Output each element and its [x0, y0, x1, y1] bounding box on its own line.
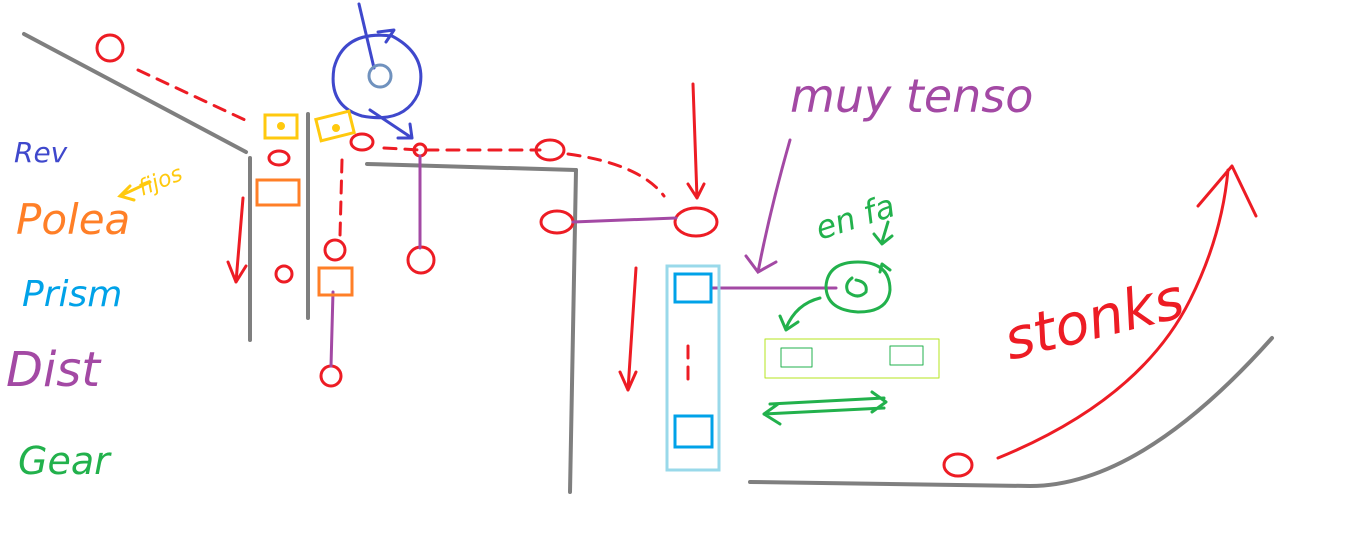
rev-arrow-down [368, 108, 414, 140]
ball-hanging-mid [406, 245, 436, 275]
rev-hub [367, 63, 393, 89]
gear-arrow-en-fa [872, 220, 894, 246]
legend-dist: Dist [6, 342, 102, 398]
pulleys [255, 109, 356, 297]
arrow-stonks [996, 164, 1258, 460]
fijos-arrow [117, 180, 152, 202]
label-en-fa: en fa [811, 186, 900, 247]
prism-rail [665, 264, 721, 472]
walls [22, 32, 1274, 494]
arrow-down-left [226, 196, 248, 284]
left-ramp [22, 32, 248, 154]
legend-prism: Prism [22, 274, 122, 315]
rev-circle [331, 33, 423, 120]
red-arrows [226, 82, 1258, 460]
arrow-down-target [686, 82, 706, 200]
gear-rack-tooth-left [780, 347, 813, 368]
ball-top-c [534, 138, 566, 162]
rev-rotation-arrow [376, 28, 396, 44]
path-curve [566, 152, 666, 198]
gear-wheel-inner [845, 276, 868, 298]
ball-side [539, 209, 575, 235]
label-muy-tenso: muy tenso [790, 69, 1033, 123]
string-platform [571, 216, 678, 224]
pulley-left [255, 178, 301, 207]
platform-side [568, 168, 578, 494]
legend-rev: Rev [14, 136, 68, 169]
gear-rack [764, 338, 940, 379]
prism-joint [665, 264, 721, 472]
label-stonks: stonks [998, 266, 1191, 373]
pulley-mid [317, 266, 354, 297]
string-muy-tenso [744, 138, 792, 274]
legend: Rev Polea fijos Prism Dist Gear [6, 136, 186, 483]
gear-arrow-left [778, 296, 822, 332]
gear-arrow-up [878, 262, 892, 274]
ball-top-a [349, 132, 375, 152]
fixed-point-right-dot [332, 124, 340, 132]
arrow-down-platform [618, 266, 638, 392]
ball-channel-top [267, 149, 291, 167]
prism-slider-bottom [673, 414, 714, 449]
path-top [382, 146, 542, 152]
path-drop [338, 158, 344, 238]
dist-strings [329, 138, 838, 368]
ball-mid [323, 238, 347, 262]
ball-target [673, 206, 719, 238]
rev-joint [331, 2, 423, 140]
fixed-point-left-dot [277, 122, 285, 130]
ball-hanging-left [319, 364, 343, 388]
prism-slider-top [673, 272, 713, 304]
gear-joint [762, 220, 940, 426]
ball-bottom [942, 452, 974, 478]
ball-paths [136, 68, 690, 384]
path-ramp [136, 68, 247, 122]
fixed-point-left [263, 113, 299, 140]
gear-double-arrow [762, 390, 888, 426]
legend-fijos: fijos [135, 161, 186, 201]
platform-top [365, 162, 578, 172]
gear-wheel [824, 260, 892, 314]
string-left [329, 290, 335, 368]
legend-gear: Gear [18, 439, 112, 483]
ball-top-left [95, 33, 125, 63]
ball-channel-low [274, 264, 294, 284]
legend-polea: Polea [16, 195, 130, 244]
gear-rack-tooth-right [889, 345, 924, 366]
fixed-point-right [314, 109, 356, 143]
bottom-ramp [748, 336, 1274, 489]
annotations: muy tenso en fa stonks [790, 69, 1190, 374]
